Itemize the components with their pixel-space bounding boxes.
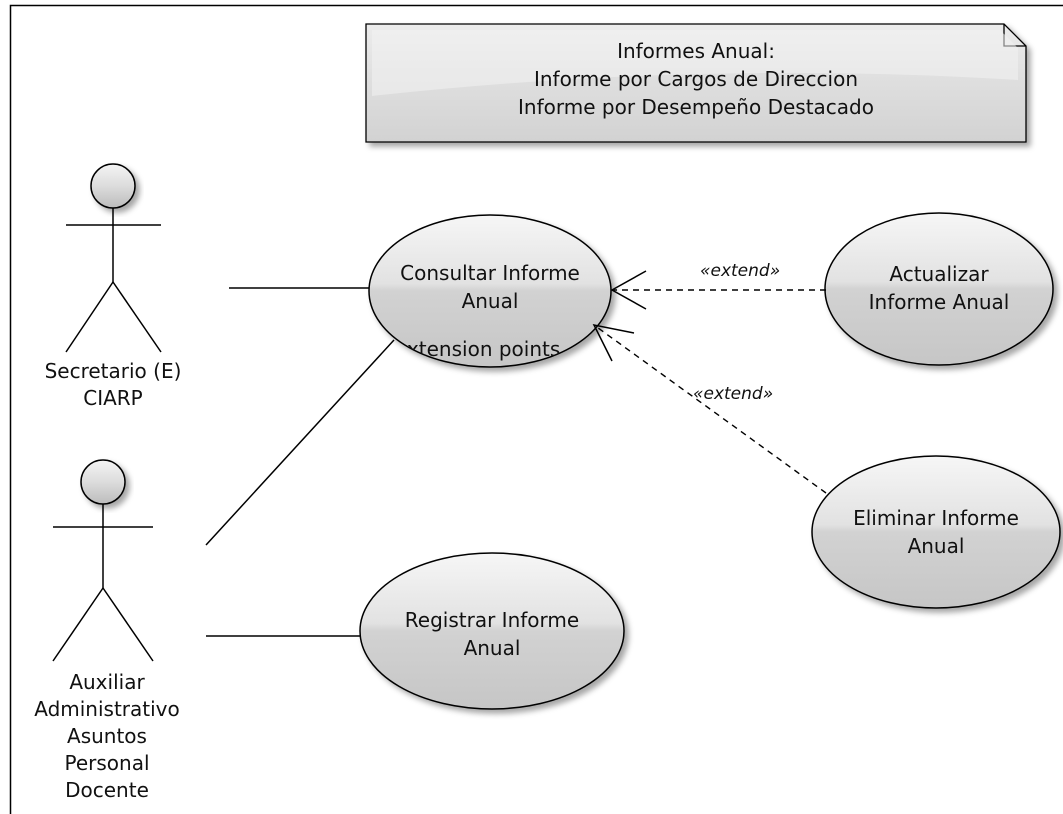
actor-name-line-4: Personal	[64, 751, 149, 775]
usecase-oval	[359, 552, 625, 710]
usecase-registrar[interactable]: Registrar Informe Anual	[359, 552, 625, 710]
extend-actualizar-consultar[interactable]: «extend»	[610, 261, 826, 310]
actor-head	[90, 163, 136, 209]
actor-name-line-2: CIARP	[83, 386, 143, 410]
usecase-oval	[368, 214, 612, 368]
usecase-oval	[811, 455, 1061, 609]
actor-right-leg	[102, 587, 154, 662]
usecase-name-line-2: Anual	[464, 636, 521, 660]
extend-label: «extend»	[693, 384, 773, 404]
extend-label: «extend»	[700, 261, 780, 281]
extend-eliminar-consultar[interactable]: «extend»	[592, 323, 827, 494]
usecase-consultar[interactable]: Consultar Informe Anual extension points	[368, 214, 612, 368]
actor-left-leg	[52, 587, 104, 662]
extend-arrowhead	[610, 270, 647, 310]
diagram-frame	[9, 4, 1063, 814]
actor-name-line-3: Asuntos	[67, 724, 147, 748]
note-line-3: Informe por Desempeño Destacado	[518, 95, 874, 119]
usecase-eliminar[interactable]: Eliminar Informe Anual	[811, 455, 1061, 609]
actor-name-line-5: Docente	[65, 778, 149, 802]
actor-auxiliar[interactable]: Auxiliar Administrativo Asuntos Personal…	[34, 459, 180, 802]
usecase-oval	[824, 212, 1054, 366]
note-line-2: Informe por Cargos de Direccion	[534, 67, 858, 91]
usecase-name-line-1: Eliminar Informe	[853, 506, 1019, 530]
actor-right-leg	[112, 281, 162, 353]
actor-left-leg	[65, 281, 114, 353]
actor-head	[80, 459, 126, 505]
extend-arrowhead	[592, 323, 635, 362]
actor-name-line-1: Auxiliar	[69, 670, 145, 694]
actor-secretario[interactable]: Secretario (E) CIARP	[45, 163, 182, 410]
usecase-name-line-2: Anual	[908, 534, 965, 558]
usecase-name-line-2: Informe Anual	[869, 290, 1010, 314]
note-gloss	[372, 30, 1018, 96]
association-auxiliar-consultar[interactable]	[205, 339, 395, 546]
usecase-name-line-1: Consultar Informe	[400, 261, 580, 285]
usecase-name-line-1: Registrar Informe	[405, 608, 579, 632]
usecase-extension-points: extension points	[395, 337, 560, 361]
actor-name-line-2: Administrativo	[34, 697, 180, 721]
usecase-name-line-2: Anual	[462, 289, 519, 313]
usecase-actualizar[interactable]: Actualizar Informe Anual	[824, 212, 1054, 366]
actor-name-line-1: Secretario (E)	[45, 359, 182, 383]
usecase-name-line-1: Actualizar	[889, 262, 989, 286]
note-line-1: Informes Anual:	[617, 39, 775, 63]
extend-dashed-line	[593, 324, 827, 494]
